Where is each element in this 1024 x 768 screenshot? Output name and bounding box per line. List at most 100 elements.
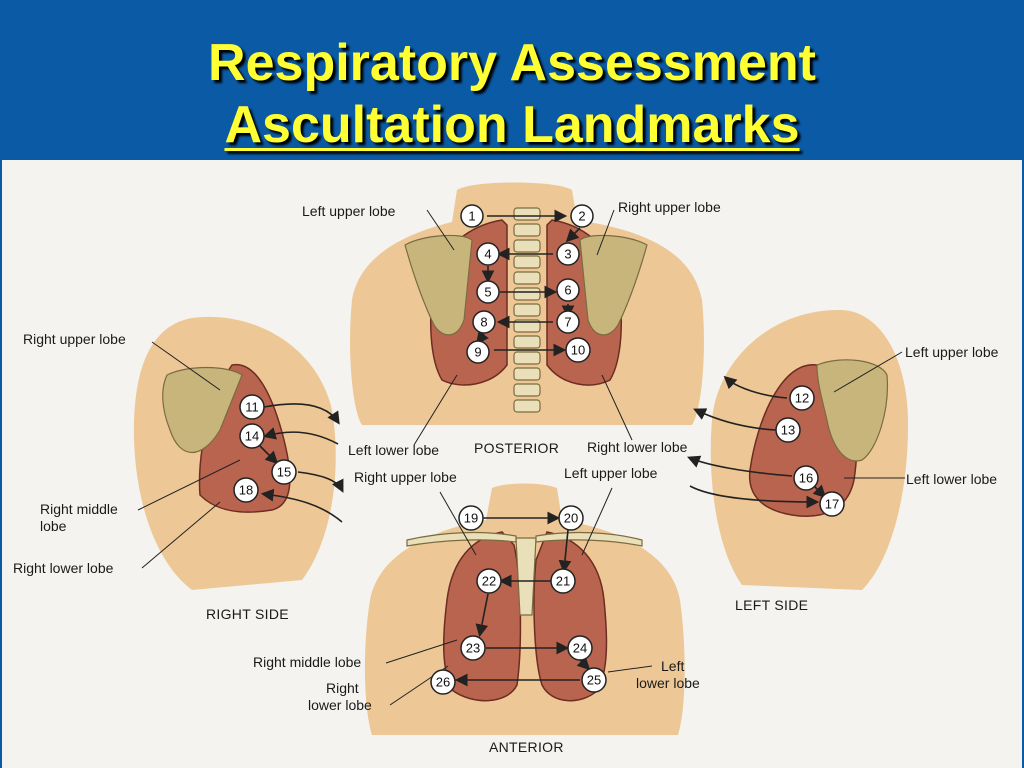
leader-ant-right-middle: [385, 639, 458, 664]
label-ant-right-lower-2: lower lobe: [308, 697, 372, 713]
left-side-scapula: [816, 359, 889, 462]
point-14: [239, 423, 265, 449]
point-6: [556, 278, 580, 302]
label-ant-left-upper: Left upper lobe: [564, 465, 658, 481]
point-10: [565, 337, 591, 363]
point-4-label: 4: [484, 247, 491, 262]
left-scapula: [404, 234, 473, 336]
left-side-view: 12 13 16 17 Left upper lobe Left lower l…: [687, 309, 999, 613]
label-rs-right-upper: Right upper lobe: [23, 331, 126, 347]
point-18-label: 18: [239, 483, 253, 498]
view-label-left-side: LEFT SIDE: [735, 597, 808, 613]
point-7-label: 7: [564, 315, 571, 330]
leader-rs-lower: [141, 501, 221, 569]
auscultation-diagram: 1 2 3 4 5 6 7 8 9 10 Left upper lobe Rig…: [13, 182, 999, 755]
posterior-view: 1 2 3 4 5 6 7 8 9 10 Left upper lobe Rig…: [302, 182, 721, 458]
view-label-anterior: ANTERIOR: [489, 739, 564, 755]
point-18: [233, 477, 259, 503]
sternum: [515, 537, 537, 616]
point-13-label: 13: [781, 423, 795, 438]
label-post-left-lower: Left lower lobe: [348, 442, 439, 458]
point-17: [819, 491, 845, 517]
point-23-label: 23: [466, 641, 480, 656]
point-6-label: 6: [564, 283, 571, 298]
point-1-label: 1: [468, 209, 475, 224]
point-12-label: 12: [795, 391, 809, 406]
point-4: [476, 242, 500, 266]
point-20-label: 20: [564, 511, 578, 526]
view-label-right-side: RIGHT SIDE: [206, 606, 289, 622]
label-rs-right-middle-2: lobe: [40, 518, 67, 534]
point-26-label: 26: [436, 675, 450, 690]
point-1: [460, 204, 484, 228]
point-11-label: 11: [245, 400, 259, 415]
spine: [513, 207, 541, 413]
leader-ls-upper: [833, 351, 903, 393]
point-22-label: 22: [482, 574, 496, 589]
point-19: [458, 505, 484, 531]
point-11: [239, 394, 265, 420]
label-ant-left-lower-1: Left: [661, 658, 684, 674]
leader-ant-left-upper: [581, 487, 613, 556]
title-line-2: Ascultation Landmarks: [224, 96, 800, 154]
point-14-label: 14: [245, 429, 259, 444]
leader-post-right-lower: [601, 374, 633, 441]
point-20: [558, 505, 584, 531]
point-5-label: 5: [484, 285, 491, 300]
label-ls-left-upper: Left upper lobe: [905, 344, 999, 360]
right-side-scapula: [162, 366, 243, 454]
leader-post-left-upper: [426, 209, 455, 251]
point-3: [556, 242, 580, 266]
point-2: [570, 204, 594, 228]
point-26: [430, 669, 456, 695]
leader-post-right-upper: [596, 209, 615, 256]
label-ant-right-upper: Right upper lobe: [354, 469, 457, 485]
point-16: [793, 465, 819, 491]
leader-rs-upper: [151, 341, 221, 391]
point-17-label: 17: [825, 497, 839, 512]
point-22: [476, 568, 502, 594]
point-24: [567, 635, 593, 661]
right-side-view: 11 14 15 18 Right upper lobe Right middl…: [13, 316, 344, 622]
right-scapula: [579, 234, 648, 336]
point-2-label: 2: [578, 209, 585, 224]
anterior-view: 19 20 21 22 23 24 25 26 Right upper lobe…: [253, 465, 700, 755]
label-ant-right-lower-1: Right: [326, 680, 359, 696]
label-post-left-upper: Left upper lobe: [302, 203, 396, 219]
point-12: [789, 385, 815, 411]
point-19-label: 19: [464, 511, 478, 526]
point-8: [472, 310, 496, 334]
point-21-label: 21: [556, 574, 570, 589]
title-line-1: Respiratory Assessment: [208, 34, 816, 92]
point-15: [271, 459, 297, 485]
leader-ant-left-lower: [607, 665, 653, 673]
point-9: [466, 340, 490, 364]
slide-title: Respiratory Assessment Ascultation Landm…: [0, 0, 1024, 160]
label-ant-right-middle: Right middle lobe: [253, 654, 361, 670]
point-10-label: 10: [571, 343, 585, 358]
leader-ant-right-upper: [439, 491, 477, 556]
view-label-posterior: POSTERIOR: [474, 440, 559, 456]
label-post-right-lower: Right lower lobe: [587, 439, 688, 455]
point-8-label: 8: [480, 315, 487, 330]
point-15-label: 15: [277, 465, 291, 480]
point-16-label: 16: [799, 471, 813, 486]
point-25: [581, 667, 607, 693]
point-21: [550, 568, 576, 594]
label-rs-right-middle-1: Right middle: [40, 501, 118, 517]
point-9-label: 9: [474, 345, 481, 360]
label-ant-left-lower-2: lower lobe: [636, 675, 700, 691]
point-13: [775, 417, 801, 443]
leader-post-left-lower: [413, 374, 458, 446]
label-ls-left-lower: Left lower lobe: [906, 471, 997, 487]
point-24-label: 24: [573, 641, 587, 656]
diagram-panel: 1 2 3 4 5 6 7 8 9 10 Left upper lobe Rig…: [2, 160, 1022, 768]
label-post-right-upper: Right upper lobe: [618, 199, 721, 215]
point-25-label: 25: [587, 673, 601, 688]
point-23: [460, 635, 486, 661]
point-7: [556, 310, 580, 334]
point-3-label: 3: [564, 247, 571, 262]
label-rs-right-lower: Right lower lobe: [13, 560, 114, 576]
point-5: [476, 280, 500, 304]
leader-rs-middle: [137, 459, 241, 511]
